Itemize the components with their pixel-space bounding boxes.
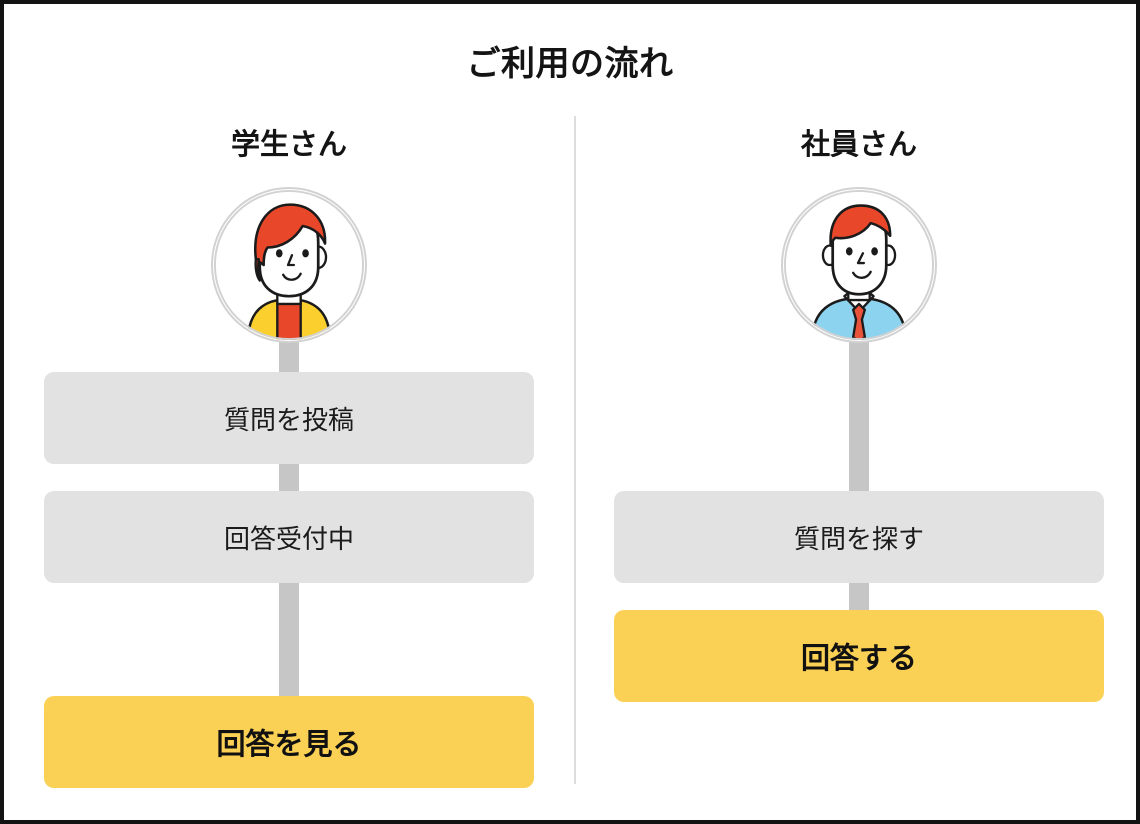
step-accepting-answers[interactable]: 回答受付中 [44,491,534,583]
step-label: 質問を探す [793,523,924,554]
column-employee: 社員さん [574,4,1136,820]
rail-employee-1 [849,324,869,544]
step-find-question[interactable]: 質問を探す [614,491,1104,583]
column-heading-employee: 社員さん [800,129,917,161]
column-student: 学生さん [4,4,574,820]
column-divider [574,116,576,784]
step-label: 質問を投稿 [223,404,354,435]
step-label: 回答受付中 [223,523,354,554]
step-label: 回答を見る [216,729,362,761]
column-heading-student: 学生さん [230,129,347,161]
step-label: 回答する [800,643,917,675]
student-avatar [211,187,367,343]
step-view-answers[interactable]: 回答を見る [44,696,534,788]
step-post-question[interactable]: 質問を投稿 [44,372,534,464]
step-answer[interactable]: 回答する [614,610,1104,702]
employee-avatar [781,187,937,343]
rail-student-3 [279,564,299,734]
page-title: ご利用の流れ [466,45,674,83]
